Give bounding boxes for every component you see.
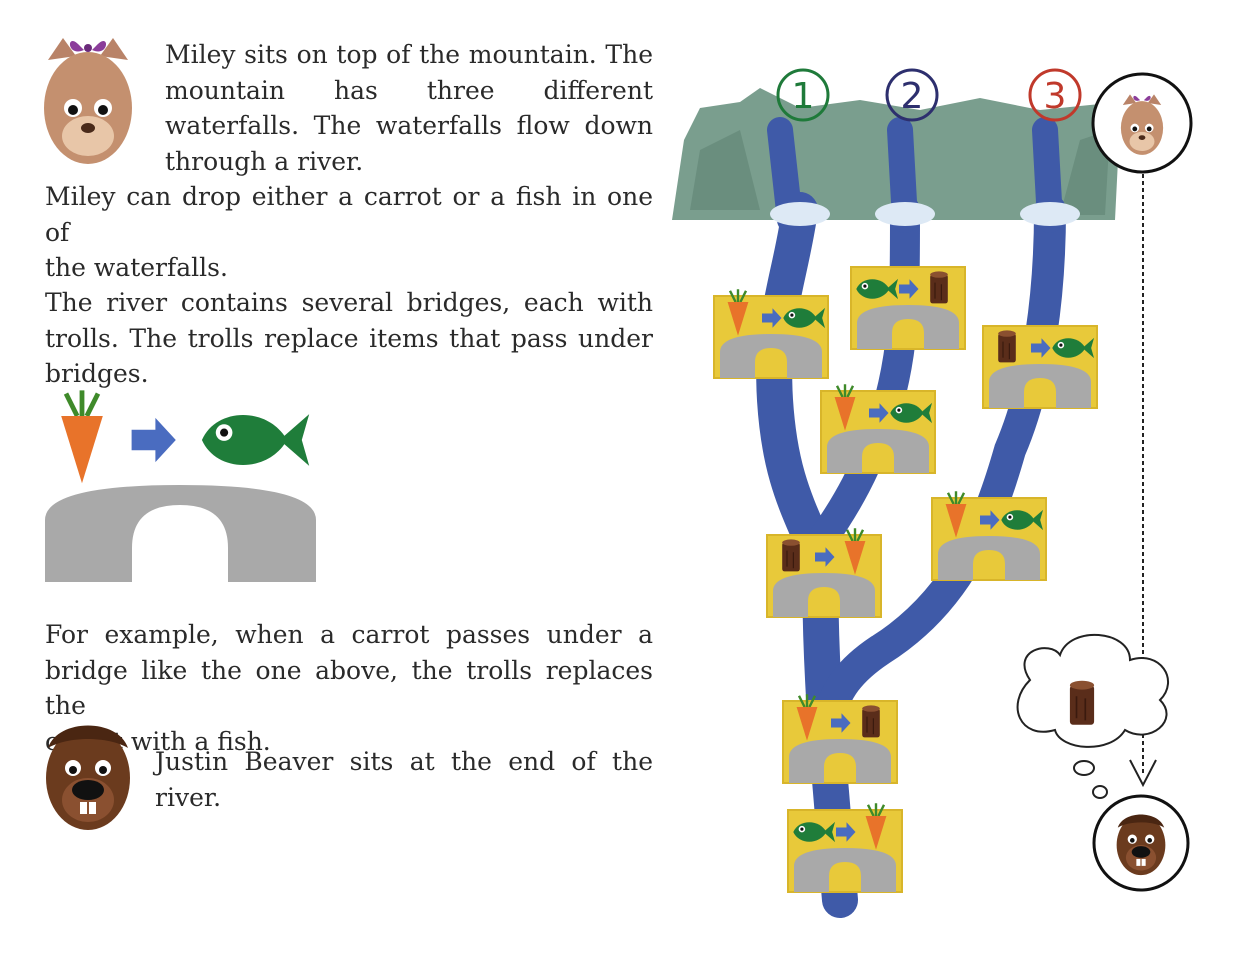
intro-line: through a river. xyxy=(165,146,364,176)
intro-line: the waterfalls. xyxy=(45,253,228,282)
log-icon xyxy=(781,538,801,573)
intro-line: waterfalls. The waterfalls flow down xyxy=(165,111,653,140)
waterfall-3-label: 3 xyxy=(1044,76,1067,117)
waterfall-2-label: 2 xyxy=(901,76,924,117)
waterfall-foam xyxy=(770,202,1080,226)
bridge xyxy=(713,288,829,379)
bridge xyxy=(766,527,882,618)
miley-avatar xyxy=(44,38,132,164)
waterfall-label: 1 2 3 xyxy=(776,68,1082,122)
bridges-line: trolls. The trolls replace items that pa… xyxy=(45,323,653,353)
bridge xyxy=(782,693,898,784)
bridge xyxy=(982,325,1098,409)
waterfall-1-label: 1 xyxy=(792,76,815,117)
bridges-line: The river contains several bridges, each… xyxy=(45,288,653,317)
intro-line: Miley sits on top of the mountain. The xyxy=(165,40,653,69)
arrow-icon xyxy=(131,417,176,463)
bridges-text: The river contains several bridges, each… xyxy=(45,285,653,392)
bridges-line: bridges. xyxy=(45,359,149,388)
fish-icon xyxy=(201,414,310,466)
intro-line: mountain has three different xyxy=(165,75,653,105)
log-icon xyxy=(1069,679,1095,726)
bridge xyxy=(931,490,1047,581)
example-text: For example, when a carrot passes under … xyxy=(45,617,653,759)
intro-text: Miley sits on top of the mountain. The m… xyxy=(165,37,653,179)
intro-cont-text: Miley can drop either a carrot or a fish… xyxy=(45,179,653,286)
log-icon xyxy=(997,329,1017,363)
flow-arrowhead xyxy=(1129,759,1157,788)
thought-cloud xyxy=(1016,634,1170,799)
bridge xyxy=(820,383,936,474)
intro-line: Miley can drop either a carrot or a fish… xyxy=(45,182,653,247)
bridge xyxy=(787,802,903,893)
carrot-icon xyxy=(61,390,103,483)
log-icon xyxy=(861,704,881,739)
example-line: bridge like the one above, the trolls re… xyxy=(45,655,653,721)
example-bridge xyxy=(45,390,316,582)
justin-beaver-avatar xyxy=(46,725,130,830)
log-icon xyxy=(929,270,949,304)
beaver-line: Justin Beaver sits at the end of the xyxy=(155,747,653,776)
beaver-text: Justin Beaver sits at the end of the riv… xyxy=(155,744,653,815)
beaver-line: river. xyxy=(155,782,222,812)
bridge xyxy=(850,266,966,350)
example-line: For example, when a carrot passes under … xyxy=(45,620,653,649)
beaver-circle xyxy=(1092,794,1190,892)
miley-circle xyxy=(1091,72,1193,174)
